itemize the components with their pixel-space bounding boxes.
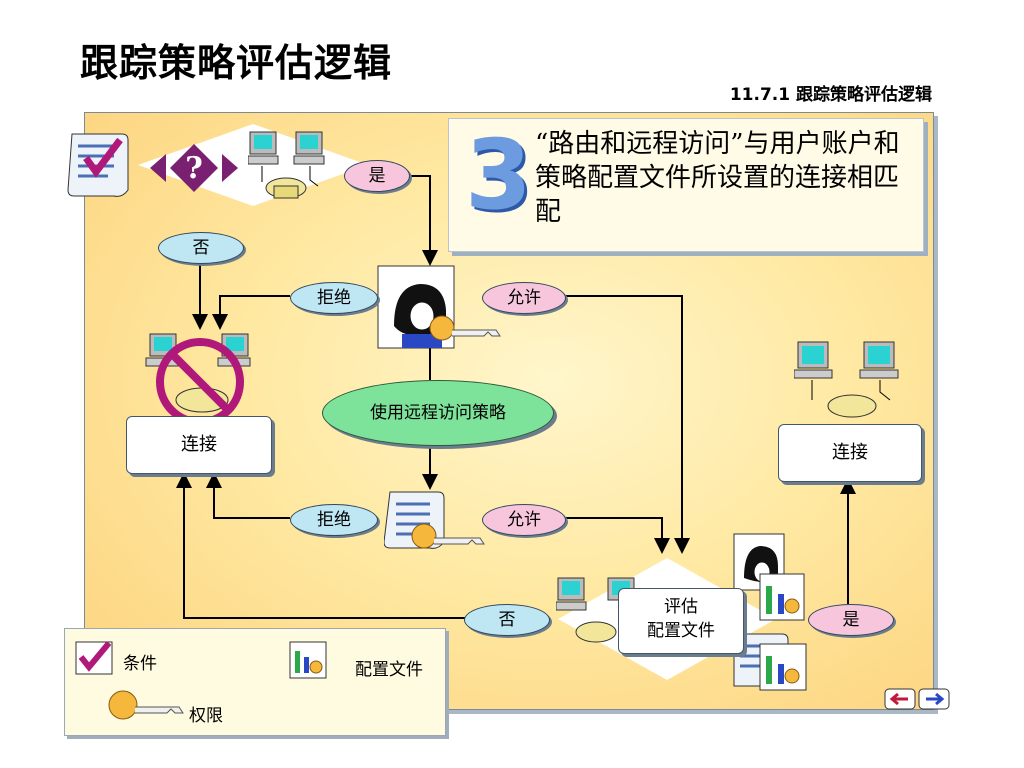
slide-nav-arrows[interactable]	[884, 688, 950, 710]
reject-bottom-pill: 拒绝	[290, 504, 378, 536]
step-note: 3 “路由和远程访问”与用户账户和策略配置文件所设置的连接相匹配	[448, 118, 924, 252]
legend-profile: 配置文件	[355, 660, 423, 680]
yes-top-arrow	[410, 175, 438, 266]
no-left-pill: 否	[158, 232, 244, 264]
computers-phone-icon	[248, 131, 325, 199]
evaluate-line2: 配置文件	[647, 621, 715, 641]
policy-oval: 使用远程访问策略	[322, 380, 554, 446]
section-subtitle: 11.7.1 跟踪策略评估逻辑	[729, 85, 932, 105]
legend: 条件 权限 配置文件	[64, 628, 446, 736]
blocked-connection-icon	[145, 333, 251, 424]
user-key-icon	[377, 265, 501, 349]
condition-document-icon	[67, 133, 129, 197]
evaluate-line1: 评估	[664, 597, 698, 617]
profile-legend-icon	[289, 641, 327, 679]
evaluate-profile-box: 评估 配置文件	[618, 588, 744, 654]
step-number: 3	[465, 119, 532, 231]
evaluation-user-profile-icons	[733, 533, 807, 691]
connect-left-box: 连接	[126, 416, 272, 474]
legend-condition: 条件	[123, 654, 157, 674]
allow-top-pill: 允许	[482, 282, 566, 314]
allow-bottom-pill: 允许	[482, 504, 566, 536]
condition-legend-icon	[75, 641, 113, 675]
yes-top-pill: 是	[344, 160, 410, 192]
yes-bottom-pill: 是	[808, 604, 894, 636]
permission-legend-icon	[108, 690, 184, 720]
profile-document-key-icon	[384, 491, 485, 549]
no-bottom-pill: 否	[464, 604, 550, 636]
reject-top-arrow	[212, 295, 290, 330]
svg-text:?: ?	[185, 151, 203, 186]
allow-top-arrow	[565, 295, 690, 554]
reject-bottom-arrow	[206, 472, 290, 519]
question-icon: ?	[150, 144, 238, 192]
computers-right-icon	[794, 341, 899, 418]
connect-right-box: 连接	[778, 424, 922, 482]
legend-permission: 权限	[189, 706, 223, 726]
page-title: 跟踪策略评估逻辑	[80, 41, 393, 85]
reject-top-pill: 拒绝	[290, 282, 378, 314]
no-bottom-arrow	[176, 472, 465, 619]
step-text: “路由和远程访问”与用户账户和策略配置文件所设置的连接相匹配	[535, 129, 900, 227]
allow-bottom-arrow	[565, 517, 670, 554]
